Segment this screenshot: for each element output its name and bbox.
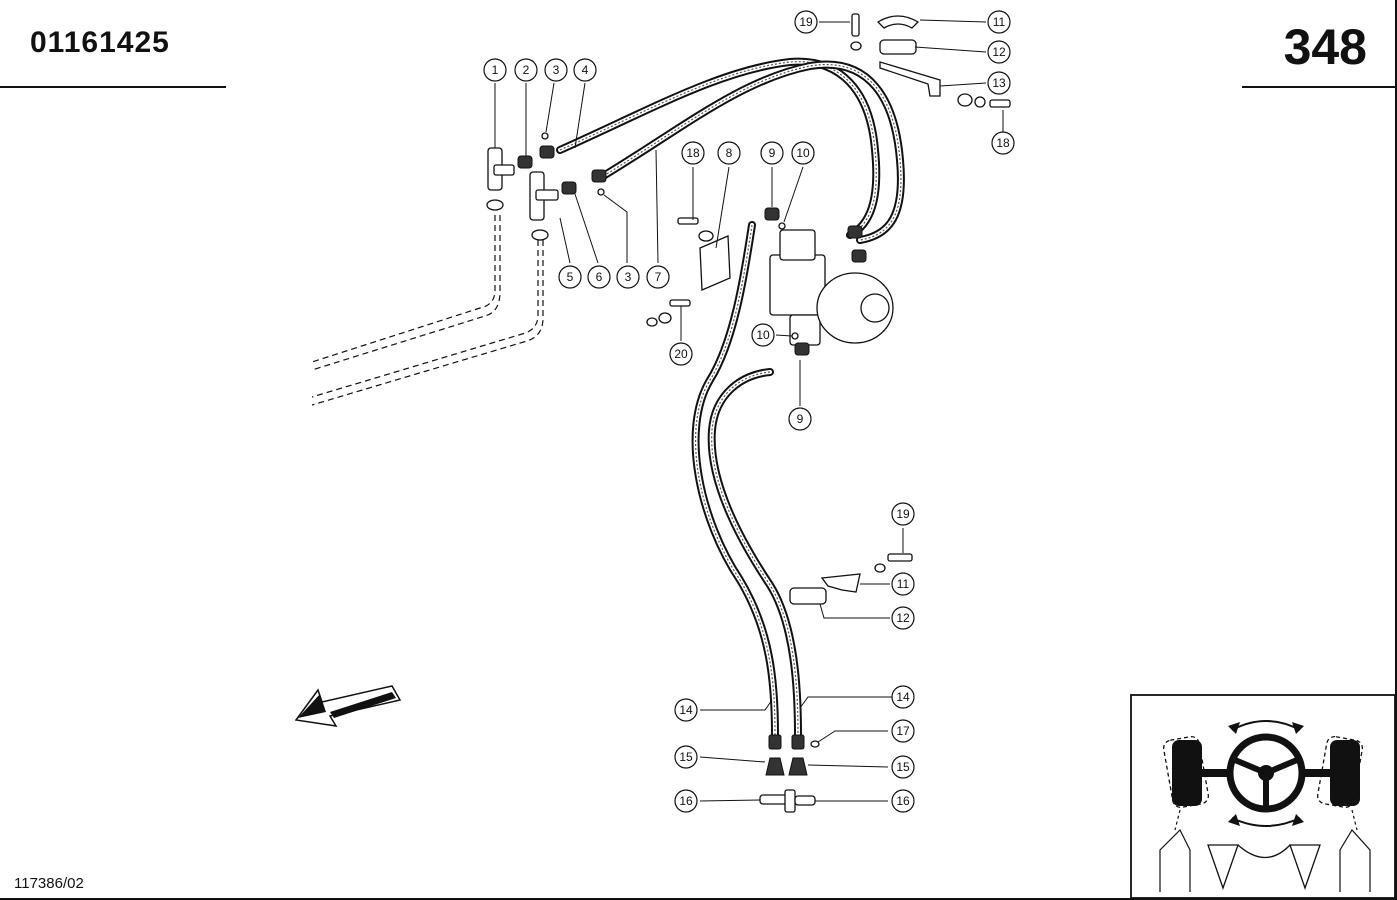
callout-15: 15 bbox=[674, 745, 698, 769]
callout-label: 10 bbox=[756, 328, 770, 342]
callout-6: 6 bbox=[587, 265, 611, 289]
callout-label: 15 bbox=[679, 750, 693, 764]
callout-8: 8 bbox=[717, 141, 741, 165]
callout-label: 14 bbox=[896, 690, 910, 704]
callout-10: 10 bbox=[791, 141, 815, 165]
callout-label: 14 bbox=[679, 703, 693, 717]
callout-16b: 16 bbox=[891, 789, 915, 813]
mounting-bracket bbox=[646, 217, 731, 327]
callout-13: 13 bbox=[987, 71, 1011, 95]
callout-19: 19 bbox=[794, 10, 818, 34]
callout-label: 3 bbox=[625, 270, 632, 284]
callout-label: 10 bbox=[796, 146, 810, 160]
callout-20: 20 bbox=[669, 342, 693, 366]
callout-12: 12 bbox=[987, 40, 1011, 64]
callout-label: 13 bbox=[992, 76, 1006, 90]
callout-18b: 18 bbox=[991, 131, 1015, 155]
callout-7: 7 bbox=[646, 265, 670, 289]
header-rule-left bbox=[0, 86, 226, 88]
callout-label: 19 bbox=[896, 507, 910, 521]
callout-11: 11 bbox=[987, 10, 1011, 34]
callout-label: 12 bbox=[992, 45, 1006, 59]
callout-11b: 11 bbox=[891, 572, 915, 596]
callout-15b: 15 bbox=[891, 755, 915, 779]
hose-end-fittings bbox=[759, 734, 820, 813]
callout-label: 16 bbox=[679, 794, 693, 808]
callout-label: 15 bbox=[896, 760, 910, 774]
callout-10b: 10 bbox=[751, 323, 775, 347]
tee-fittings bbox=[486, 145, 607, 241]
callout-9: 9 bbox=[760, 141, 784, 165]
seal-rings bbox=[541, 132, 799, 340]
lower-hose-pair bbox=[691, 221, 802, 739]
callout-14b: 14 bbox=[891, 685, 915, 709]
callout-19b: 19 bbox=[891, 502, 915, 526]
callout-1: 1 bbox=[483, 58, 507, 82]
valve-block bbox=[764, 207, 894, 356]
callout-14: 14 bbox=[674, 698, 698, 722]
callout-label: 2 bbox=[523, 63, 530, 77]
callout-label: 7 bbox=[655, 270, 662, 284]
callout-label: 9 bbox=[797, 412, 804, 426]
callout-label: 12 bbox=[896, 611, 910, 625]
callout-12b: 12 bbox=[891, 606, 915, 630]
callout-3b: 3 bbox=[616, 265, 640, 289]
callout-label: 11 bbox=[993, 15, 1006, 29]
lower-hose-clamp bbox=[789, 553, 913, 605]
callout-5: 5 bbox=[558, 265, 582, 289]
upper-hose-pair bbox=[556, 57, 905, 244]
callout-label: 8 bbox=[726, 146, 733, 160]
callout-9b: 9 bbox=[788, 407, 812, 431]
callout-label: 11 bbox=[897, 577, 910, 591]
callout-2: 2 bbox=[514, 58, 538, 82]
document-number: 01161425 bbox=[30, 26, 170, 59]
callout-3: 3 bbox=[544, 58, 568, 82]
background-pipes bbox=[311, 215, 544, 406]
figure-reference: 117386/02 bbox=[14, 875, 84, 892]
page-number: 348 bbox=[1283, 19, 1367, 75]
callout-label: 1 bbox=[492, 63, 499, 77]
callout-label: 20 bbox=[674, 347, 688, 361]
callout-18: 18 bbox=[681, 141, 705, 165]
callout-label: 9 bbox=[769, 146, 776, 160]
callout-label: 18 bbox=[686, 146, 700, 160]
steering-wheel-icon bbox=[1130, 694, 1396, 899]
callout-17: 17 bbox=[891, 719, 915, 743]
callout-label: 17 bbox=[896, 724, 910, 738]
callout-label: 5 bbox=[567, 270, 574, 284]
upper-hose-clamp bbox=[850, 13, 1011, 108]
header-rule-right bbox=[1242, 86, 1397, 88]
leader-lines bbox=[494, 19, 1004, 802]
forward-arrow-icon bbox=[294, 685, 402, 727]
callout-label: 16 bbox=[896, 794, 910, 808]
callout-label: 18 bbox=[996, 136, 1010, 150]
callout-4: 4 bbox=[573, 58, 597, 82]
callout-label: 6 bbox=[596, 270, 603, 284]
callout-label: 4 bbox=[582, 63, 589, 77]
callout-label: 19 bbox=[799, 15, 813, 29]
callout-16: 16 bbox=[674, 789, 698, 813]
part-callouts: 1 2 3 4 5 6 3 7 18 8 9 10 19 11 12 13 18… bbox=[483, 10, 1015, 813]
callout-label: 3 bbox=[553, 63, 560, 77]
